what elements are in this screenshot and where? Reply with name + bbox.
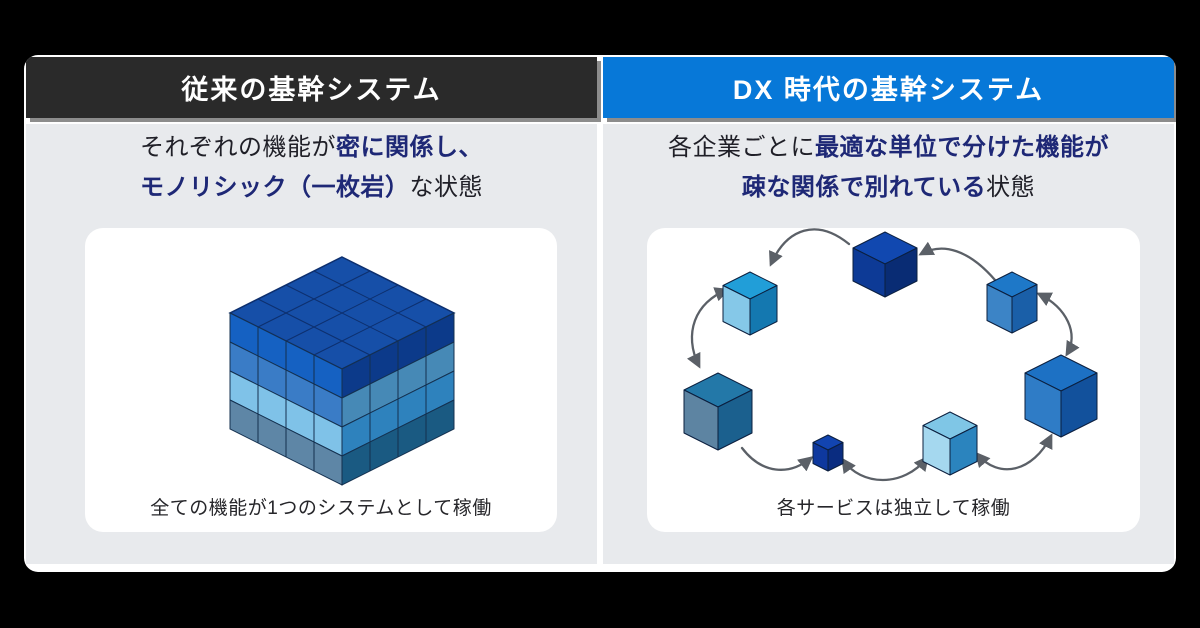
service-cube-upper-left [722, 271, 778, 336]
left-subtitle-line1: それぞれの機能が密に関係し、 [140, 134, 483, 161]
monolith-cube-diagram [228, 256, 456, 486]
left-panel-header: 従来の基幹システム [26, 57, 597, 118]
service-cube-right [1024, 354, 1098, 438]
services-caption: 各サービスは独立して稼働 [776, 498, 1011, 519]
service-cube-top [852, 231, 918, 298]
monolith-caption: 全ての機能が1つのシステムとして稼働 [150, 498, 492, 519]
right-subtitle-line2: 疎な関係で別れている状態 [741, 174, 1036, 201]
monolith-card: 全ての機能が1つのシステムとして稼働 [85, 228, 557, 532]
left-panel: 従来の基幹システム それぞれの機能が密に関係し、 モノリシック（一枚岩）な状態 … [26, 57, 597, 564]
right-panel-body: 各企業ごとに最適な単位で分けた機能が 疎な関係で別れている状態 各サービスは独立… [603, 124, 1174, 564]
left-panel-subtitle: それぞれの機能が密に関係し、 モノリシック（一枚岩）な状態 [26, 128, 597, 208]
services-ring-diagram [683, 228, 1098, 481]
service-cube-small [812, 434, 844, 472]
left-panel-title: 従来の基幹システム [181, 75, 442, 105]
right-subtitle-line1: 各企業ごとに最適な単位で分けた機能が [668, 134, 1109, 161]
right-panel-header: DX 時代の基幹システム [603, 57, 1174, 118]
comparison-frame: 従来の基幹システム それぞれの機能が密に関係し、 モノリシック（一枚岩）な状態 … [24, 55, 1176, 572]
service-cube-bottom [922, 411, 978, 476]
right-panel: DX 時代の基幹システム 各企業ごとに最適な単位で分けた機能が 疎な関係で別れて… [603, 57, 1174, 564]
service-cube-upper-right [986, 271, 1038, 334]
right-panel-subtitle: 各企業ごとに最適な単位で分けた機能が 疎な関係で別れている状態 [603, 128, 1174, 208]
left-panel-body: それぞれの機能が密に関係し、 モノリシック（一枚岩）な状態 全ての機能が1つのシ… [26, 124, 597, 564]
left-subtitle-line2: モノリシック（一枚岩）な状態 [140, 174, 483, 201]
right-panel-title: DX 時代の基幹システム [732, 75, 1045, 105]
services-card: 各サービスは独立して稼働 [647, 228, 1140, 532]
service-cube-left [683, 372, 753, 451]
